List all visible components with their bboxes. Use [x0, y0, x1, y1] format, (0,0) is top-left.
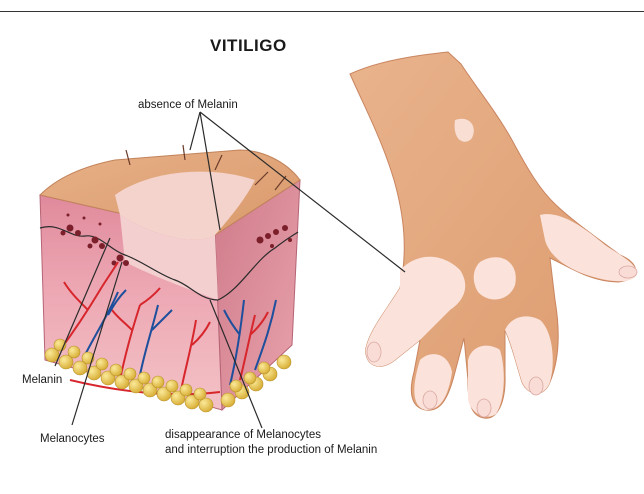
leader-absence-1 — [190, 112, 200, 150]
label-disappearance-line2: and interruption the production of Melan… — [165, 444, 377, 456]
skin-cross-section — [40, 145, 300, 412]
label-disappearance-line1: disappearance of Melanocytes — [165, 429, 321, 441]
fingernail — [423, 391, 437, 409]
label-melanocytes: Melanocytes — [40, 433, 105, 445]
fingernail — [477, 399, 491, 417]
fingernail — [529, 377, 543, 395]
label-melanin: Melanin — [22, 374, 62, 386]
fingernail — [367, 342, 381, 362]
diagram-title: VITILIGO — [210, 36, 287, 55]
depigmented-patch — [474, 257, 516, 299]
depigmented-patch — [505, 316, 553, 393]
fingernail — [619, 266, 637, 278]
hand-illustration — [350, 52, 637, 418]
label-absence-of-melanin: absence of Melanin — [138, 99, 238, 111]
